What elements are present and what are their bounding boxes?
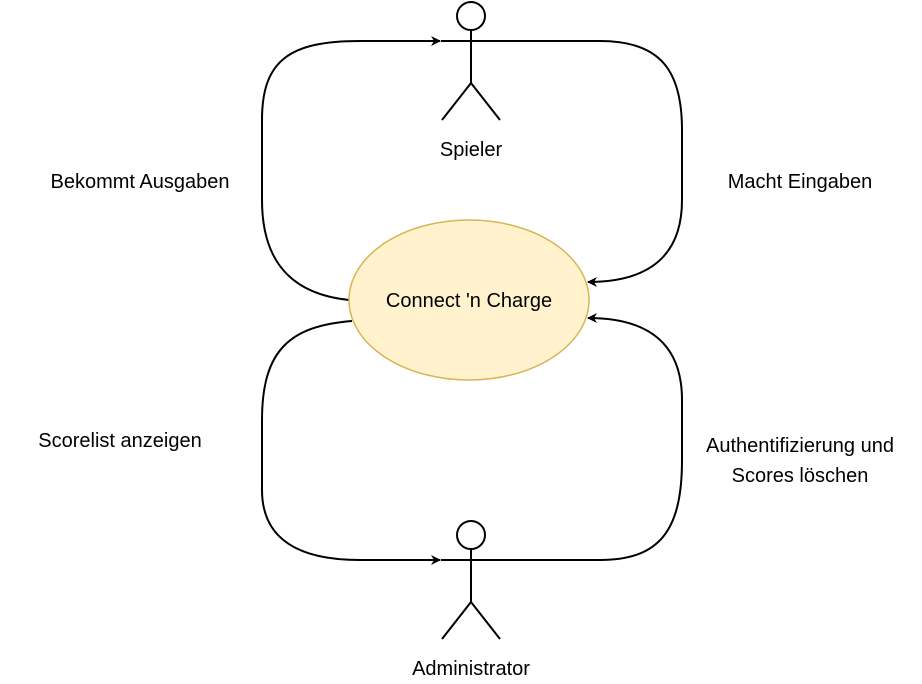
actor-admin-label: Administrator: [412, 658, 530, 680]
edge-label-auth-delete-line1: Authentifizierung und: [706, 435, 894, 457]
edge-receives-output: [261, 36, 441, 301]
actor-admin[interactable]: Administrator: [412, 520, 530, 680]
system-label: Connect 'n Charge: [386, 290, 552, 312]
edge-label-makes-input: Macht Eingaben: [728, 171, 873, 193]
edge-show-scorelist: [261, 320, 441, 565]
system-use-case[interactable]: Connect 'n Charge: [348, 219, 590, 381]
edge-auth-delete: [500, 313, 683, 561]
stick-figure-icon: [441, 1, 501, 121]
actor-player-label: Spieler: [440, 139, 503, 161]
stick-figure-icon: [441, 520, 501, 640]
edge-label-show-scorelist: Scorelist anzeigen: [38, 430, 201, 452]
edge-label-receives-output: Bekommt Ausgaben: [51, 171, 230, 193]
edge-makes-input: [500, 40, 683, 287]
edge-label-auth-delete-line2: Scores löschen: [732, 465, 869, 487]
system-ellipse: [348, 219, 590, 381]
actor-player[interactable]: Spieler: [440, 1, 503, 161]
